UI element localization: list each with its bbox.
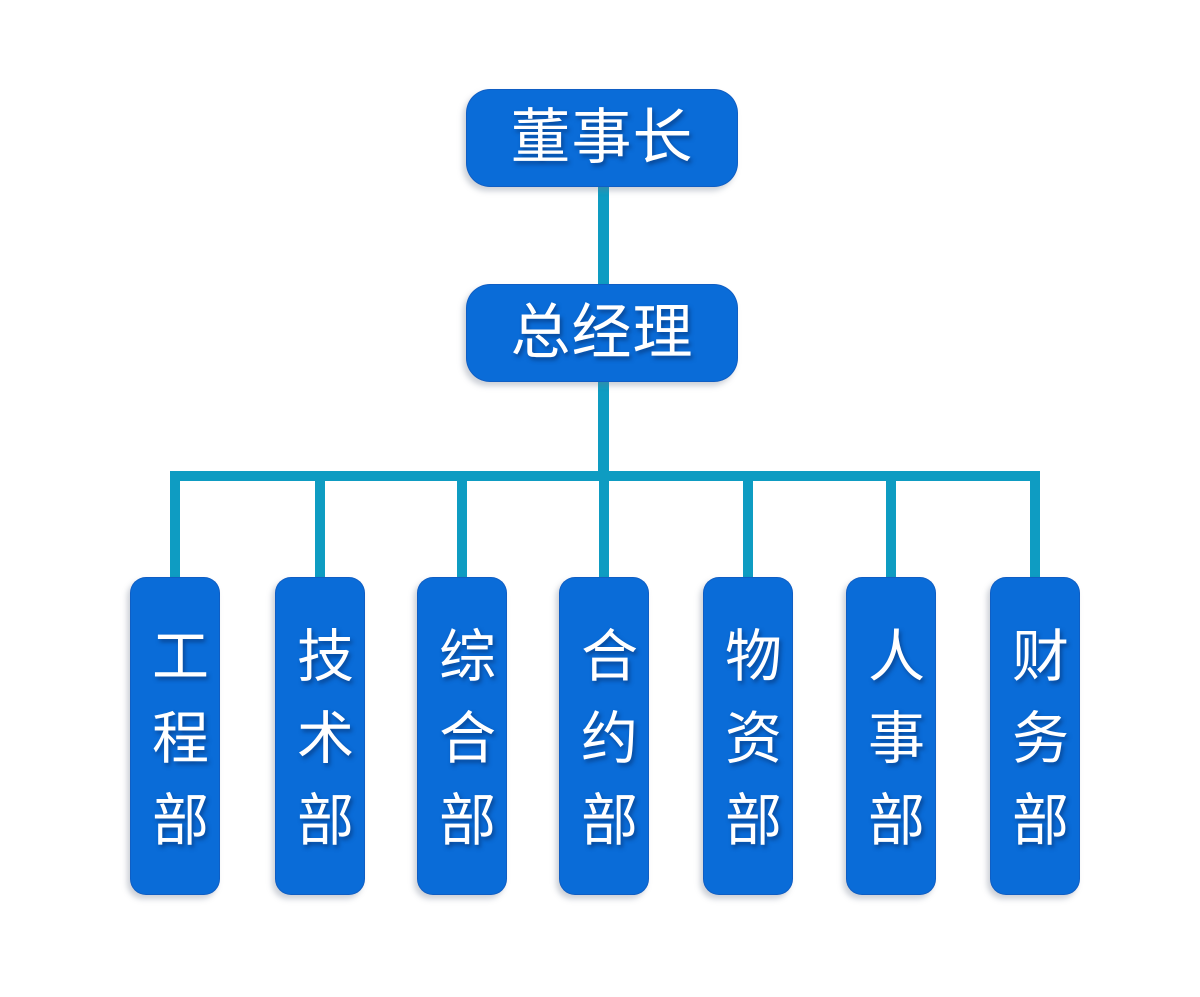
connector-chairman-gm [598, 185, 609, 286]
connector-drop-technology [315, 471, 325, 578]
connector-drop-contracts [599, 471, 609, 578]
node-dept-contracts-label: 合约部 [572, 625, 636, 872]
node-dept-materials-label: 物资部 [716, 625, 780, 872]
node-dept-engineering-label: 工程部 [143, 625, 207, 872]
node-dept-finance-label: 财务部 [1003, 625, 1067, 872]
node-general-manager-label: 总经理 [510, 300, 694, 366]
connector-drop-materials [743, 471, 753, 578]
node-dept-general-affairs[interactable]: 综合部 [417, 577, 507, 895]
node-chairman-label: 董事长 [510, 105, 694, 171]
node-dept-personnel-label: 人事部 [859, 625, 923, 872]
connector-drop-general-affairs [457, 471, 467, 578]
node-dept-materials[interactable]: 物资部 [703, 577, 793, 895]
connector-drop-personnel [886, 471, 896, 578]
node-dept-finance[interactable]: 财务部 [990, 577, 1080, 895]
connector-drop-engineering [170, 471, 180, 578]
connector-gm-trunk [598, 380, 609, 476]
node-general-manager[interactable]: 总经理 [466, 284, 738, 382]
node-dept-personnel[interactable]: 人事部 [846, 577, 936, 895]
node-dept-general-affairs-label: 综合部 [430, 625, 494, 872]
node-dept-engineering[interactable]: 工程部 [130, 577, 220, 895]
node-dept-technology-label: 技术部 [288, 625, 352, 872]
node-dept-technology[interactable]: 技术部 [275, 577, 365, 895]
node-chairman[interactable]: 董事长 [466, 89, 738, 187]
node-dept-contracts[interactable]: 合约部 [559, 577, 649, 895]
connector-drop-finance [1030, 471, 1040, 578]
